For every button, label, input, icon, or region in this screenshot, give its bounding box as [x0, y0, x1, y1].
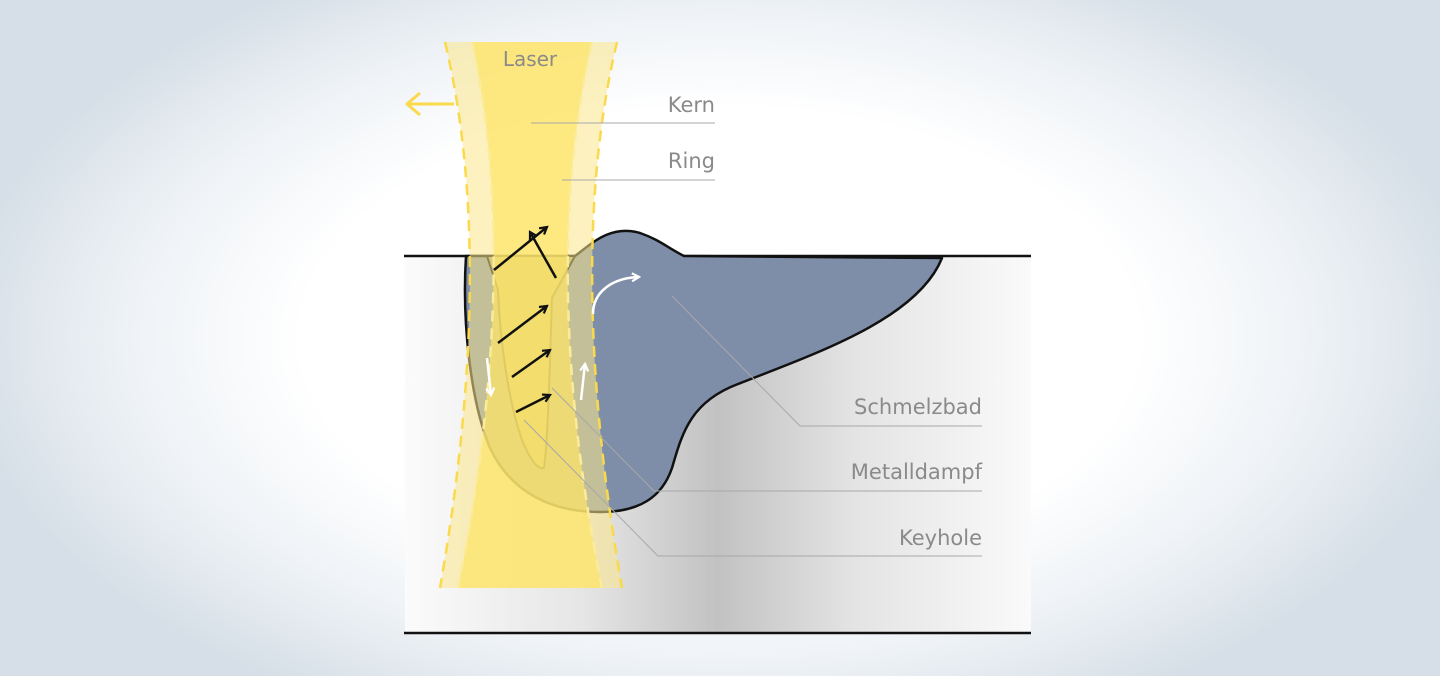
arrow-up-right-icon [515, 395, 550, 414]
arrow-up-right-icon [511, 350, 550, 379]
label-kern: Kern [668, 93, 715, 117]
arrow-up-right-icon [530, 232, 558, 279]
arrow-up-right-icon [497, 306, 547, 344]
label-schmelzbad: Schmelzbad [854, 395, 982, 419]
arrow-up-right-icon [493, 227, 547, 271]
arrow-left-icon [405, 91, 454, 117]
label-metalldampf: Metalldampf [851, 460, 983, 484]
arrow-up-icon [581, 364, 585, 401]
vapor-arrows [493, 227, 558, 414]
melt-flow-arrows [487, 277, 639, 401]
label-laser: Laser [503, 47, 558, 71]
leader-metalldampf [551, 387, 982, 492]
laser-ring-left-edge [438, 41, 472, 589]
leader-schmelzbad [671, 295, 982, 427]
laser-ring-right-edge [590, 41, 624, 589]
arrow-down-icon [487, 357, 491, 395]
laser-core-beam [458, 42, 602, 588]
laser-core-right-edge [566, 41, 604, 589]
curved-arrow-icon [591, 277, 639, 315]
leader-keyhole [523, 419, 982, 557]
label-keyhole: Keyhole [899, 526, 982, 550]
label-ring: Ring [668, 149, 715, 173]
laser-core-left-edge [456, 41, 495, 589]
